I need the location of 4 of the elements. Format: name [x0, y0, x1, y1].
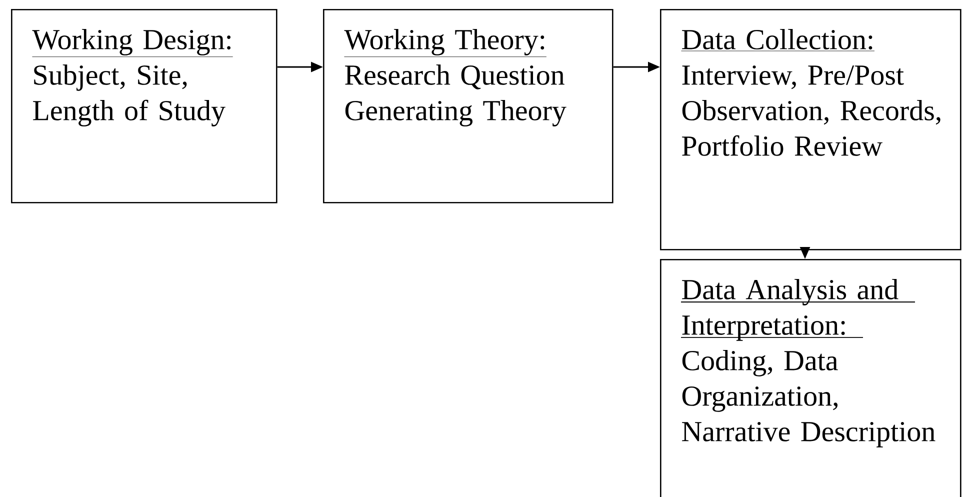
process-box: Working Theory: Research Question Generating Theory [323, 9, 614, 204]
process-box: Working Design: Subject, Site, Length of Study [11, 9, 278, 204]
process-box: Data Analysis and Interpretation: Coding, Data Organization, Narrative Description [660, 258, 962, 497]
process-box: Data Collection: Interview, Pre/Post Observation, Records, Portfolio Review [660, 9, 962, 250]
